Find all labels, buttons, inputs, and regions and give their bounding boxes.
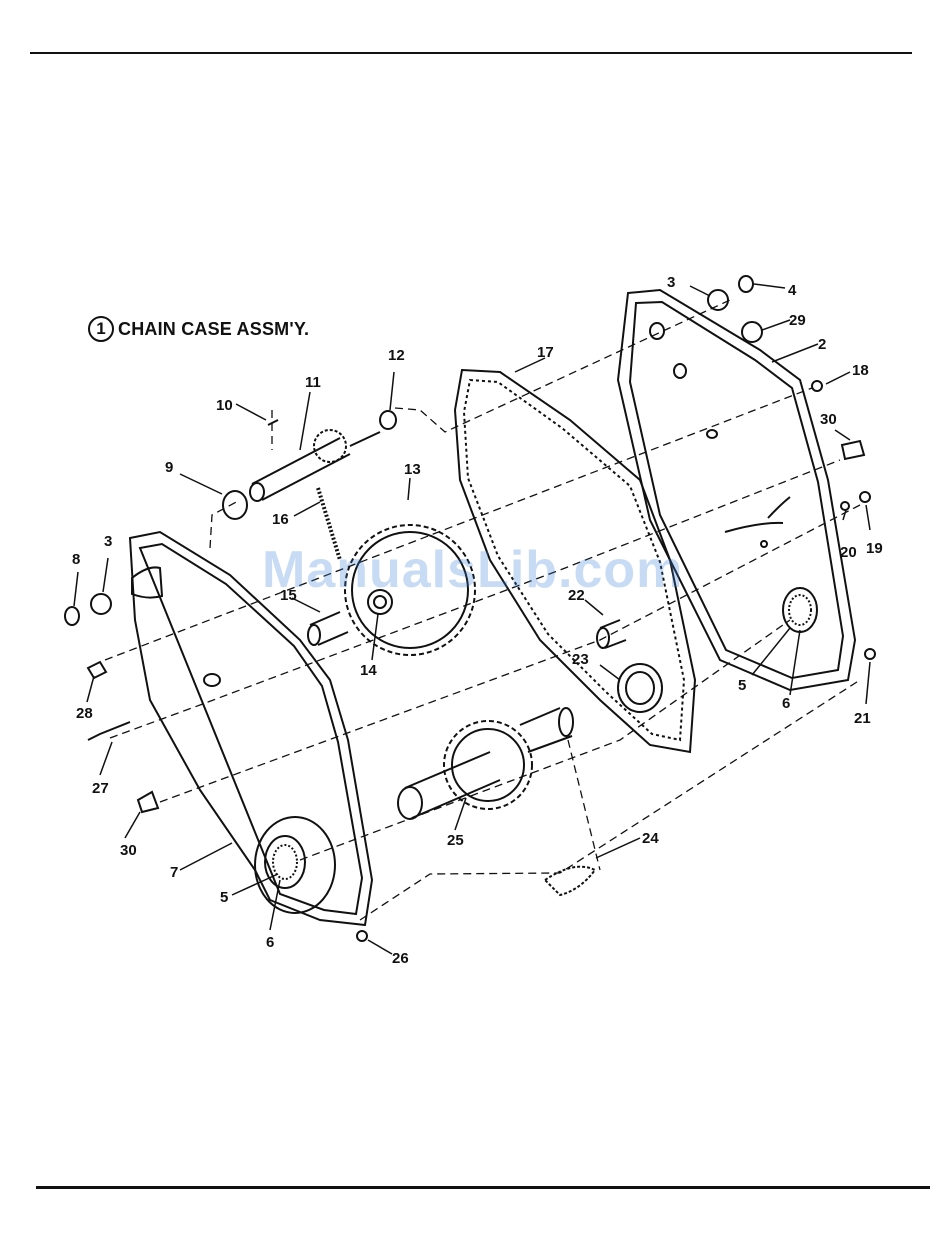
callout-14: 14 [360, 662, 377, 679]
callout-21: 21 [854, 710, 871, 727]
callout-30-left: 30 [120, 842, 137, 859]
callout-10: 10 [216, 397, 233, 414]
callout-7: 7 [170, 864, 178, 881]
pin-10 [268, 420, 278, 425]
callout-19: 19 [866, 540, 883, 557]
callout-25: 25 [447, 832, 464, 849]
callout-5-right: 5 [738, 677, 746, 694]
callout-23: 23 [572, 651, 589, 668]
diagram-title: 1 CHAIN CASE ASSM'Y. [88, 316, 309, 342]
callout-12: 12 [388, 347, 405, 364]
callout-6-right: 6 [782, 695, 790, 712]
bolt-19 [860, 492, 870, 502]
bolt-28 [88, 662, 106, 678]
bushing-3-right [708, 290, 728, 310]
chain-link-24 [545, 867, 595, 895]
callout-24: 24 [642, 830, 659, 847]
callout-17: 17 [537, 344, 554, 361]
callout-11: 11 [305, 374, 321, 391]
callout-20: 20 [840, 544, 857, 561]
nut-21 [865, 649, 875, 659]
callout-9: 9 [165, 459, 173, 476]
callout-3-right: 3 [667, 274, 675, 291]
clip-30-right [842, 441, 864, 459]
callout-6-left: 6 [266, 934, 274, 951]
watermark: ManualsLib.com [262, 540, 683, 600]
seal-23 [618, 664, 662, 712]
bolt-27 [88, 722, 130, 740]
plug-29 [742, 322, 762, 342]
washer-8 [65, 607, 79, 625]
upper-shaft [250, 430, 380, 501]
washer-12 [380, 411, 396, 429]
callout-28: 28 [76, 705, 93, 722]
spacer-15 [308, 612, 348, 645]
leader-lines [74, 284, 870, 954]
clip-30-left [138, 792, 158, 812]
washer-4 [739, 276, 753, 292]
callout-4: 4 [788, 282, 797, 299]
callout-16: 16 [272, 511, 289, 528]
title-text: CHAIN CASE ASSM'Y. [118, 319, 309, 340]
callout-5-left: 5 [220, 889, 228, 906]
callout-27: 27 [92, 780, 109, 797]
bottom-rule [36, 1186, 930, 1189]
bolt-26 [357, 931, 367, 941]
callout-30-right: 30 [820, 411, 837, 428]
title-number-circle: 1 [88, 316, 114, 342]
callout-29: 29 [789, 312, 806, 329]
washer-20 [841, 502, 849, 510]
callout-26: 26 [392, 950, 409, 967]
callout-18: 18 [852, 362, 869, 379]
bearing-9 [223, 491, 247, 519]
lower-sprocket-shaft [398, 708, 573, 819]
bushing-3-left [91, 594, 111, 614]
nut-18 [812, 381, 822, 391]
callout-13: 13 [404, 461, 421, 478]
assembly-lines [105, 300, 860, 920]
callout-8: 8 [72, 551, 80, 568]
callout-3-left: 3 [104, 533, 112, 550]
callout-2: 2 [818, 336, 826, 353]
